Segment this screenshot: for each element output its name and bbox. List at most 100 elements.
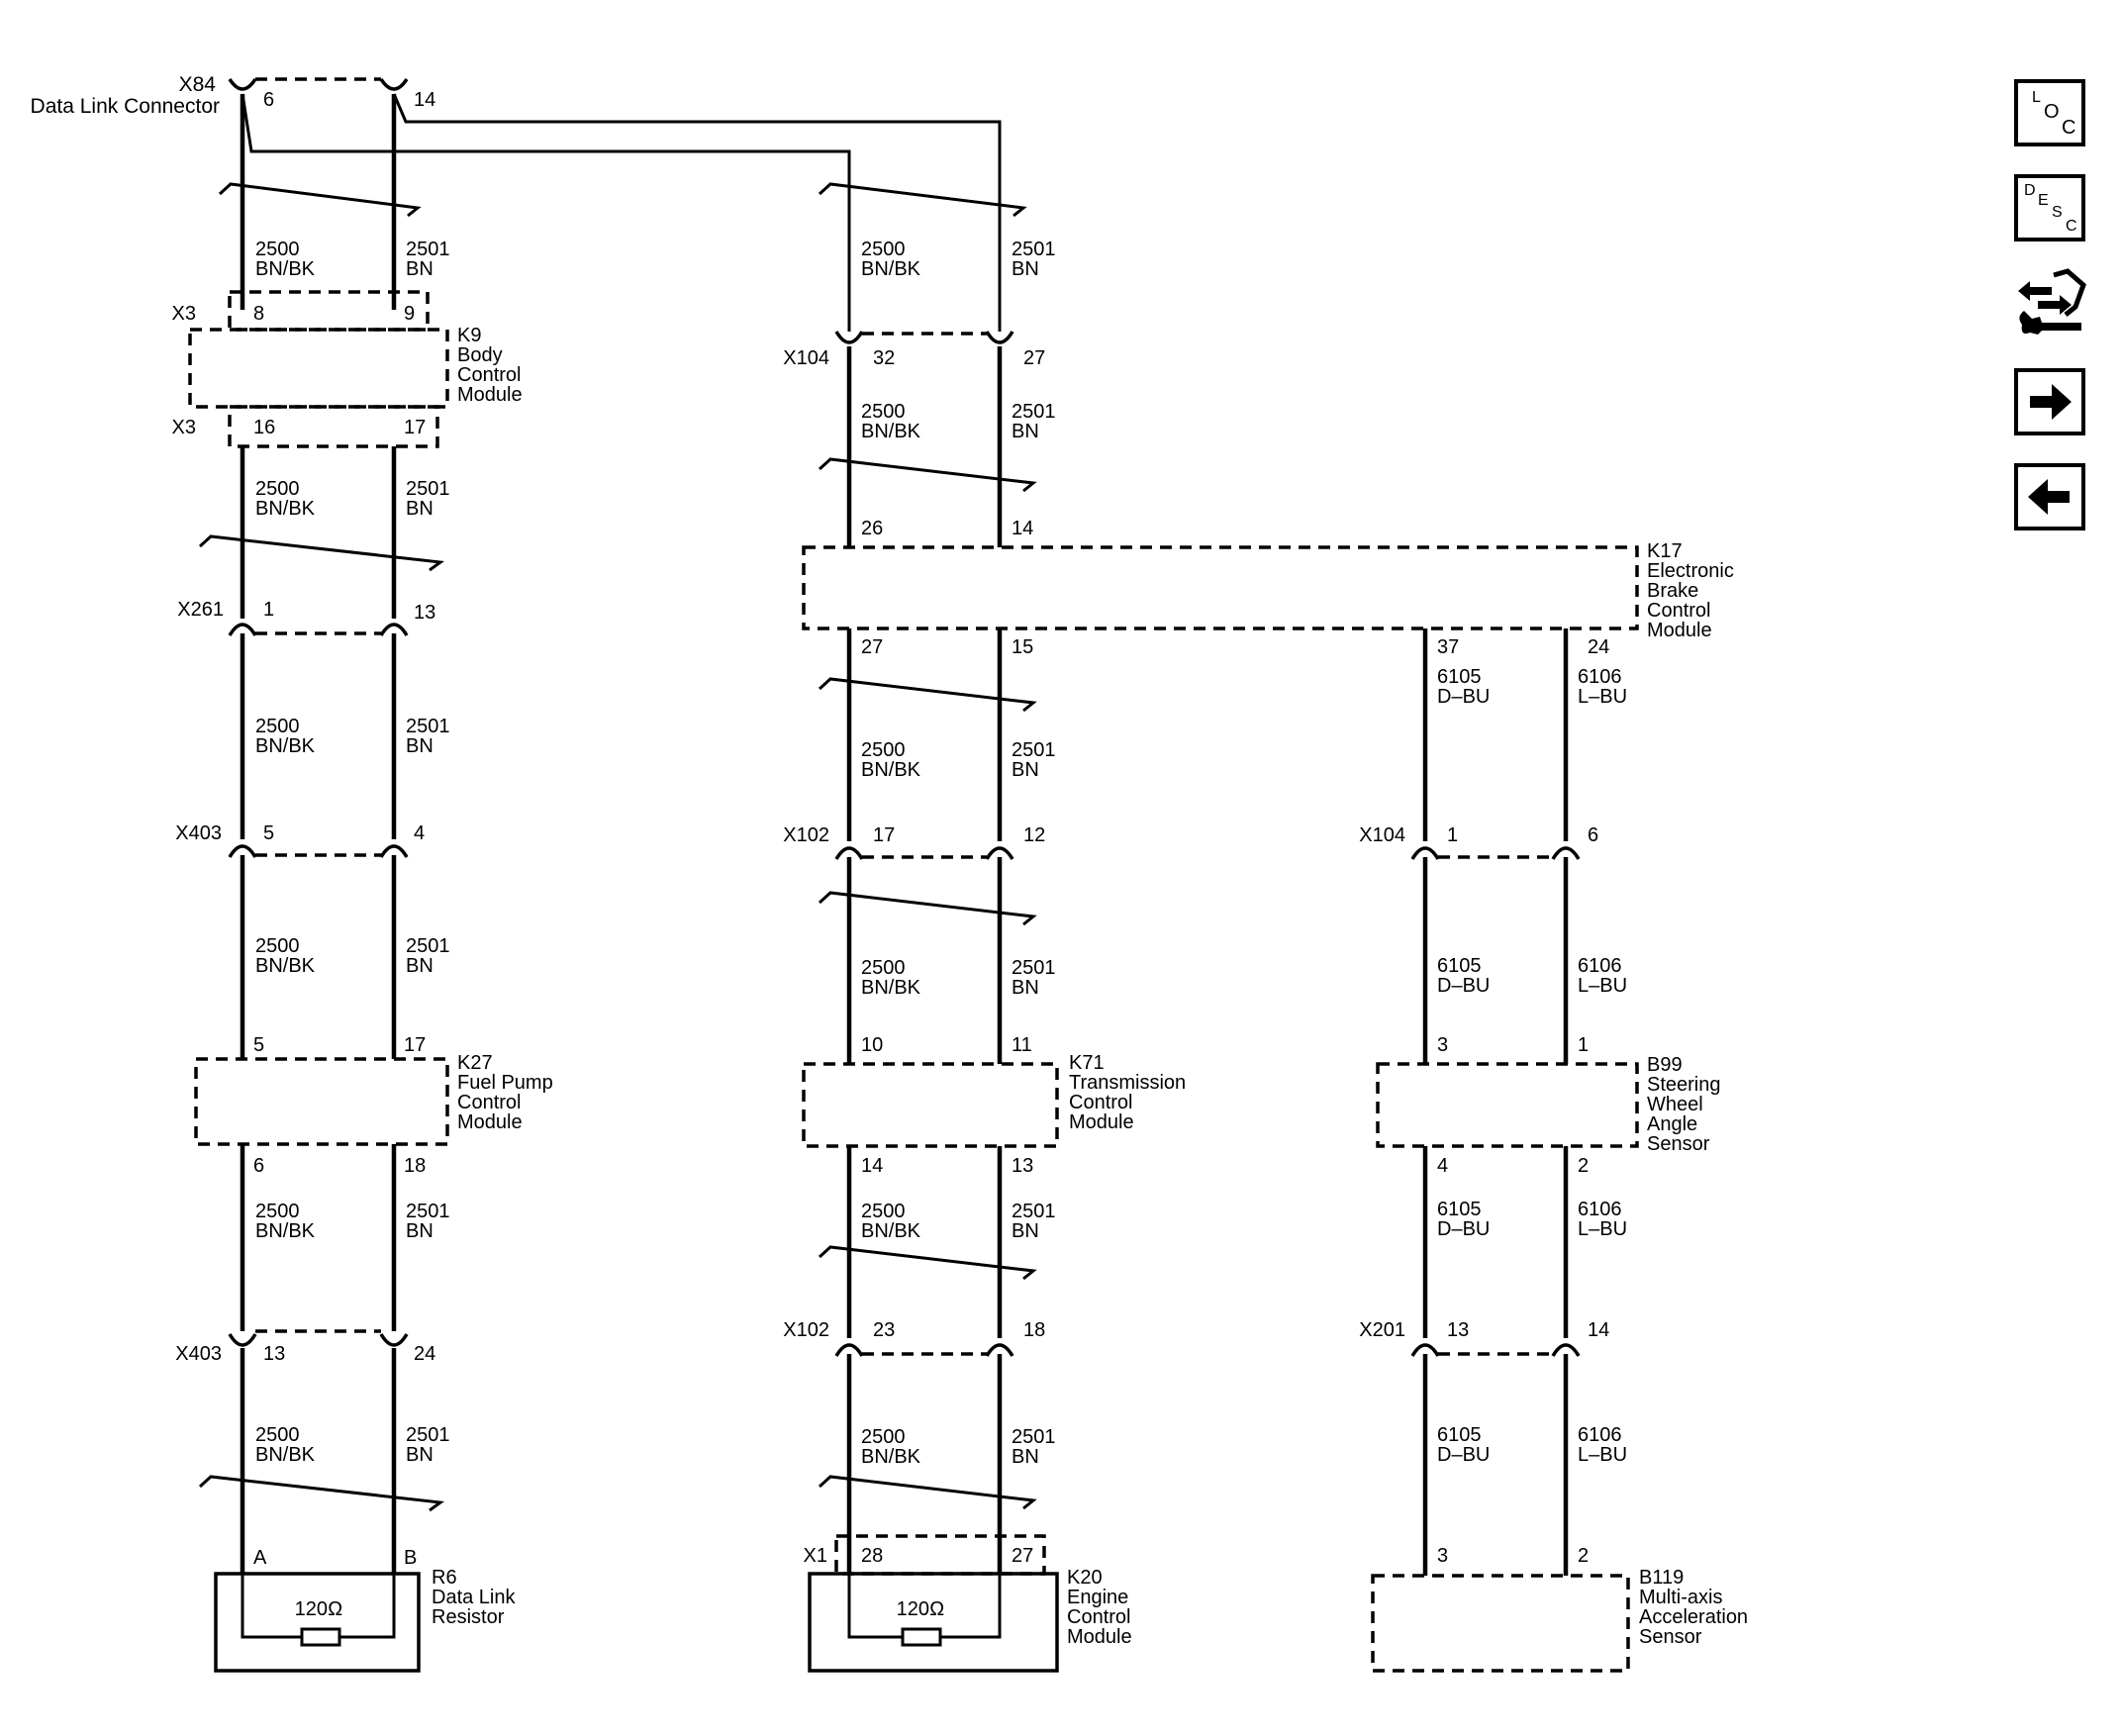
wire-label: BN/BK bbox=[255, 735, 316, 757]
k27-name-line: Control bbox=[457, 1092, 521, 1113]
pin-label: 13 bbox=[1012, 1155, 1033, 1177]
pin-label: 18 bbox=[404, 1155, 426, 1177]
wire-label: 2500 bbox=[255, 239, 300, 260]
wire-label: D–BU bbox=[1437, 975, 1490, 997]
wire-label: BN/BK bbox=[255, 258, 316, 280]
x102-connector-upper: X102 17 12 bbox=[783, 824, 1045, 860]
k17-name-line: Module bbox=[1647, 620, 1712, 641]
wire-label: 6105 bbox=[1437, 1199, 1482, 1220]
wire-label: 2501 bbox=[1012, 401, 1056, 423]
x102-connector-lower: X102 23 18 bbox=[783, 1319, 1045, 1357]
pin-label: 15 bbox=[1012, 636, 1033, 658]
connector-id: X104 bbox=[783, 347, 829, 369]
pin-label: 12 bbox=[1023, 824, 1045, 846]
b119-id: B119 bbox=[1639, 1567, 1684, 1589]
wire-label: BN bbox=[406, 258, 434, 280]
wire-label: BN bbox=[406, 1444, 434, 1466]
connector-id: X102 bbox=[783, 1319, 829, 1341]
k71-transmission-control-module: 10 11 14 13 K71 Transmission Control Mod… bbox=[802, 1034, 1186, 1177]
pin-label: 8 bbox=[253, 303, 264, 325]
k71-name-line: Control bbox=[1069, 1092, 1132, 1113]
wire-label: 2501 bbox=[1012, 1201, 1056, 1222]
wire-label: 2500 bbox=[861, 957, 906, 979]
wire-label: BN/BK bbox=[861, 421, 921, 442]
pin-label: 3 bbox=[1437, 1034, 1448, 1056]
k27-id: K27 bbox=[457, 1052, 493, 1074]
pin-label: 4 bbox=[1437, 1155, 1448, 1177]
wire-label: 2501 bbox=[1012, 739, 1056, 761]
arrow-left-icon[interactable] bbox=[2014, 463, 2085, 530]
wire-label: L–BU bbox=[1578, 686, 1627, 708]
pin-label: 14 bbox=[1012, 518, 1033, 539]
connector-id: X102 bbox=[783, 824, 829, 846]
x84-id: X84 bbox=[179, 73, 217, 96]
wire-label: L–BU bbox=[1578, 1218, 1627, 1240]
k20-name-line: Engine bbox=[1067, 1587, 1128, 1608]
k9-name-line: Module bbox=[457, 384, 523, 406]
k20-name-line: Control bbox=[1067, 1606, 1130, 1628]
wire-branch-a bbox=[241, 93, 851, 332]
x201-connector: X201 13 14 bbox=[1359, 1319, 1609, 1357]
loc-icon[interactable]: L O C bbox=[2014, 79, 2085, 146]
wire-label: BN bbox=[406, 1220, 434, 1242]
wire-label: 2500 bbox=[255, 716, 300, 737]
wire-label: 2500 bbox=[861, 739, 906, 761]
wire-label: L–BU bbox=[1578, 975, 1627, 997]
wire-label: BN/BK bbox=[255, 1444, 316, 1466]
pin-label: 6 bbox=[1588, 824, 1598, 846]
arrow-right-icon[interactable] bbox=[2014, 368, 2085, 435]
pin-label: 13 bbox=[263, 1343, 285, 1365]
pin-label: 13 bbox=[414, 602, 435, 624]
pin-label: 18 bbox=[1023, 1319, 1045, 1341]
wire-label: 2501 bbox=[406, 935, 450, 957]
b99-id: B99 bbox=[1647, 1054, 1683, 1076]
k9-name-line: Control bbox=[457, 364, 521, 386]
connector-id: X3 bbox=[172, 417, 196, 438]
wire-label: BN bbox=[1012, 759, 1039, 781]
k20-name-line: Module bbox=[1067, 1626, 1132, 1648]
pin-label: 1 bbox=[1447, 824, 1458, 846]
connector-id: X261 bbox=[177, 599, 224, 621]
x403-connector-upper: X403 5 4 bbox=[175, 822, 425, 858]
b99-name-line: Wheel bbox=[1647, 1094, 1703, 1115]
r6-id: R6 bbox=[432, 1567, 457, 1589]
wire-label: 2501 bbox=[406, 1424, 450, 1446]
x104-connector-right: X104 1 6 bbox=[1359, 824, 1598, 860]
wire-label: BN bbox=[406, 955, 434, 977]
pin-label: 27 bbox=[1012, 1545, 1033, 1567]
k27-fuel-pump-control-module: 5 17 6 18 K27 Fuel Pump Control Module bbox=[194, 1034, 553, 1177]
x84-name: Data Link Connector bbox=[31, 95, 220, 118]
wire-label: BN/BK bbox=[255, 498, 316, 520]
wire-label: BN bbox=[406, 498, 434, 520]
pin-label: 11 bbox=[1012, 1034, 1032, 1056]
x84-pin-6: 6 bbox=[263, 89, 274, 111]
k9-body-control-module: X3 8 9 X3 16 17 K9 Body Control Module bbox=[172, 290, 523, 448]
wire-label: BN bbox=[1012, 421, 1039, 442]
connector-id: X403 bbox=[175, 822, 222, 844]
pin-label: A bbox=[253, 1547, 267, 1569]
wire-label: BN/BK bbox=[255, 955, 316, 977]
wire-label: BN/BK bbox=[861, 1446, 921, 1468]
k27-name-line: Fuel Pump bbox=[457, 1072, 553, 1094]
pin-label: 26 bbox=[861, 518, 883, 539]
pin-label: 14 bbox=[861, 1155, 883, 1177]
k71-id: K71 bbox=[1069, 1052, 1105, 1074]
k17-name-line: Control bbox=[1647, 600, 1710, 622]
wire-label: 6105 bbox=[1437, 1424, 1482, 1446]
wire-label: BN bbox=[1012, 1446, 1039, 1468]
b119-name-line: Acceleration bbox=[1639, 1606, 1748, 1628]
wire-label: 2500 bbox=[861, 1201, 906, 1222]
pin-label: 14 bbox=[1588, 1319, 1609, 1341]
pin-label: 32 bbox=[873, 347, 895, 369]
desc-icon[interactable]: D E S C bbox=[2014, 174, 2085, 241]
pin-label: 4 bbox=[414, 822, 425, 844]
k17-id: K17 bbox=[1647, 540, 1683, 562]
k17-electronic-brake-control-module: 26 14 27 15 37 24 K17 Electronic Brake C… bbox=[802, 518, 1734, 658]
k20-id: K20 bbox=[1067, 1567, 1103, 1589]
connector-wrench-icon[interactable] bbox=[2012, 265, 2091, 344]
pin-label: 17 bbox=[873, 824, 895, 846]
wire-label: 2501 bbox=[406, 716, 450, 737]
wire-label: 6105 bbox=[1437, 955, 1482, 977]
wire-label: 2501 bbox=[406, 478, 450, 500]
